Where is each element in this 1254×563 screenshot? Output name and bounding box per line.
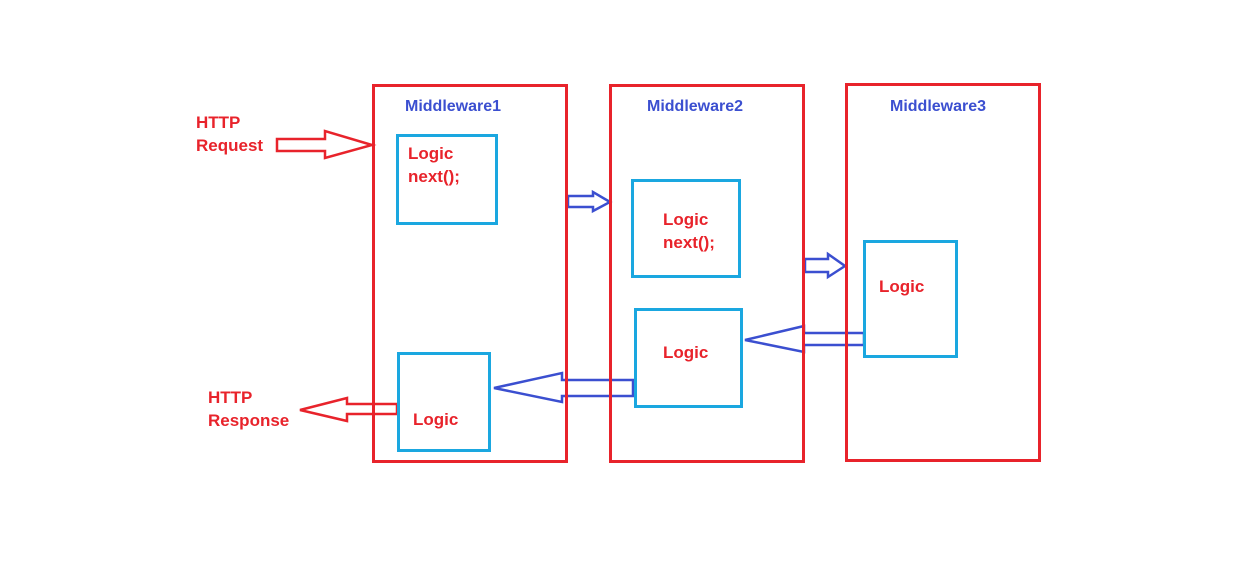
http-response-line2: Response: [208, 411, 290, 430]
logic-label: Logic: [413, 410, 459, 429]
middleware3-box: [845, 83, 1041, 462]
middleware1-bottom-logic-box: [397, 352, 491, 452]
middleware3-title: Middleware3: [890, 98, 987, 115]
middleware1-bottom-logic-text: Logic: [413, 408, 458, 431]
middleware2-bottom-logic-text: Logic: [663, 341, 708, 364]
middleware3-logic-box: [863, 240, 958, 358]
mw1-to-mw2-arrow: [566, 189, 613, 214]
middleware2-top-logic-box: [631, 179, 741, 278]
logic-label: Logic: [663, 343, 709, 362]
http-response-label: HTTP Response: [208, 386, 289, 432]
http-request-label: HTTP Request: [196, 111, 263, 157]
middleware1-top-logic-text: Logic next();: [408, 142, 460, 188]
middleware2-title: Middleware2: [647, 98, 744, 115]
request-arrow: [275, 129, 377, 160]
mw2-to-mw1-arrow: [493, 371, 635, 404]
middleware1-title: Middleware1: [405, 98, 502, 115]
middleware1-box: [372, 84, 568, 463]
mw2-to-mw3-arrow: [803, 251, 848, 280]
middleware2-top-logic-text: Logic next();: [663, 208, 715, 254]
next-call-label: next();: [408, 167, 460, 186]
middleware3-logic-text: Logic: [879, 275, 924, 298]
logic-label: Logic: [663, 210, 709, 229]
middleware1-top-logic-box: [396, 134, 498, 225]
middleware2-bottom-logic-box: [634, 308, 743, 408]
http-response-line1: HTTP: [208, 388, 253, 407]
http-request-line2: Request: [196, 136, 264, 155]
logic-label: Logic: [408, 144, 454, 163]
http-request-line1: HTTP: [196, 113, 241, 132]
middleware2-box: [609, 84, 805, 463]
next-call-label: next();: [663, 233, 715, 252]
response-arrow: [299, 396, 399, 423]
logic-label: Logic: [879, 277, 925, 296]
